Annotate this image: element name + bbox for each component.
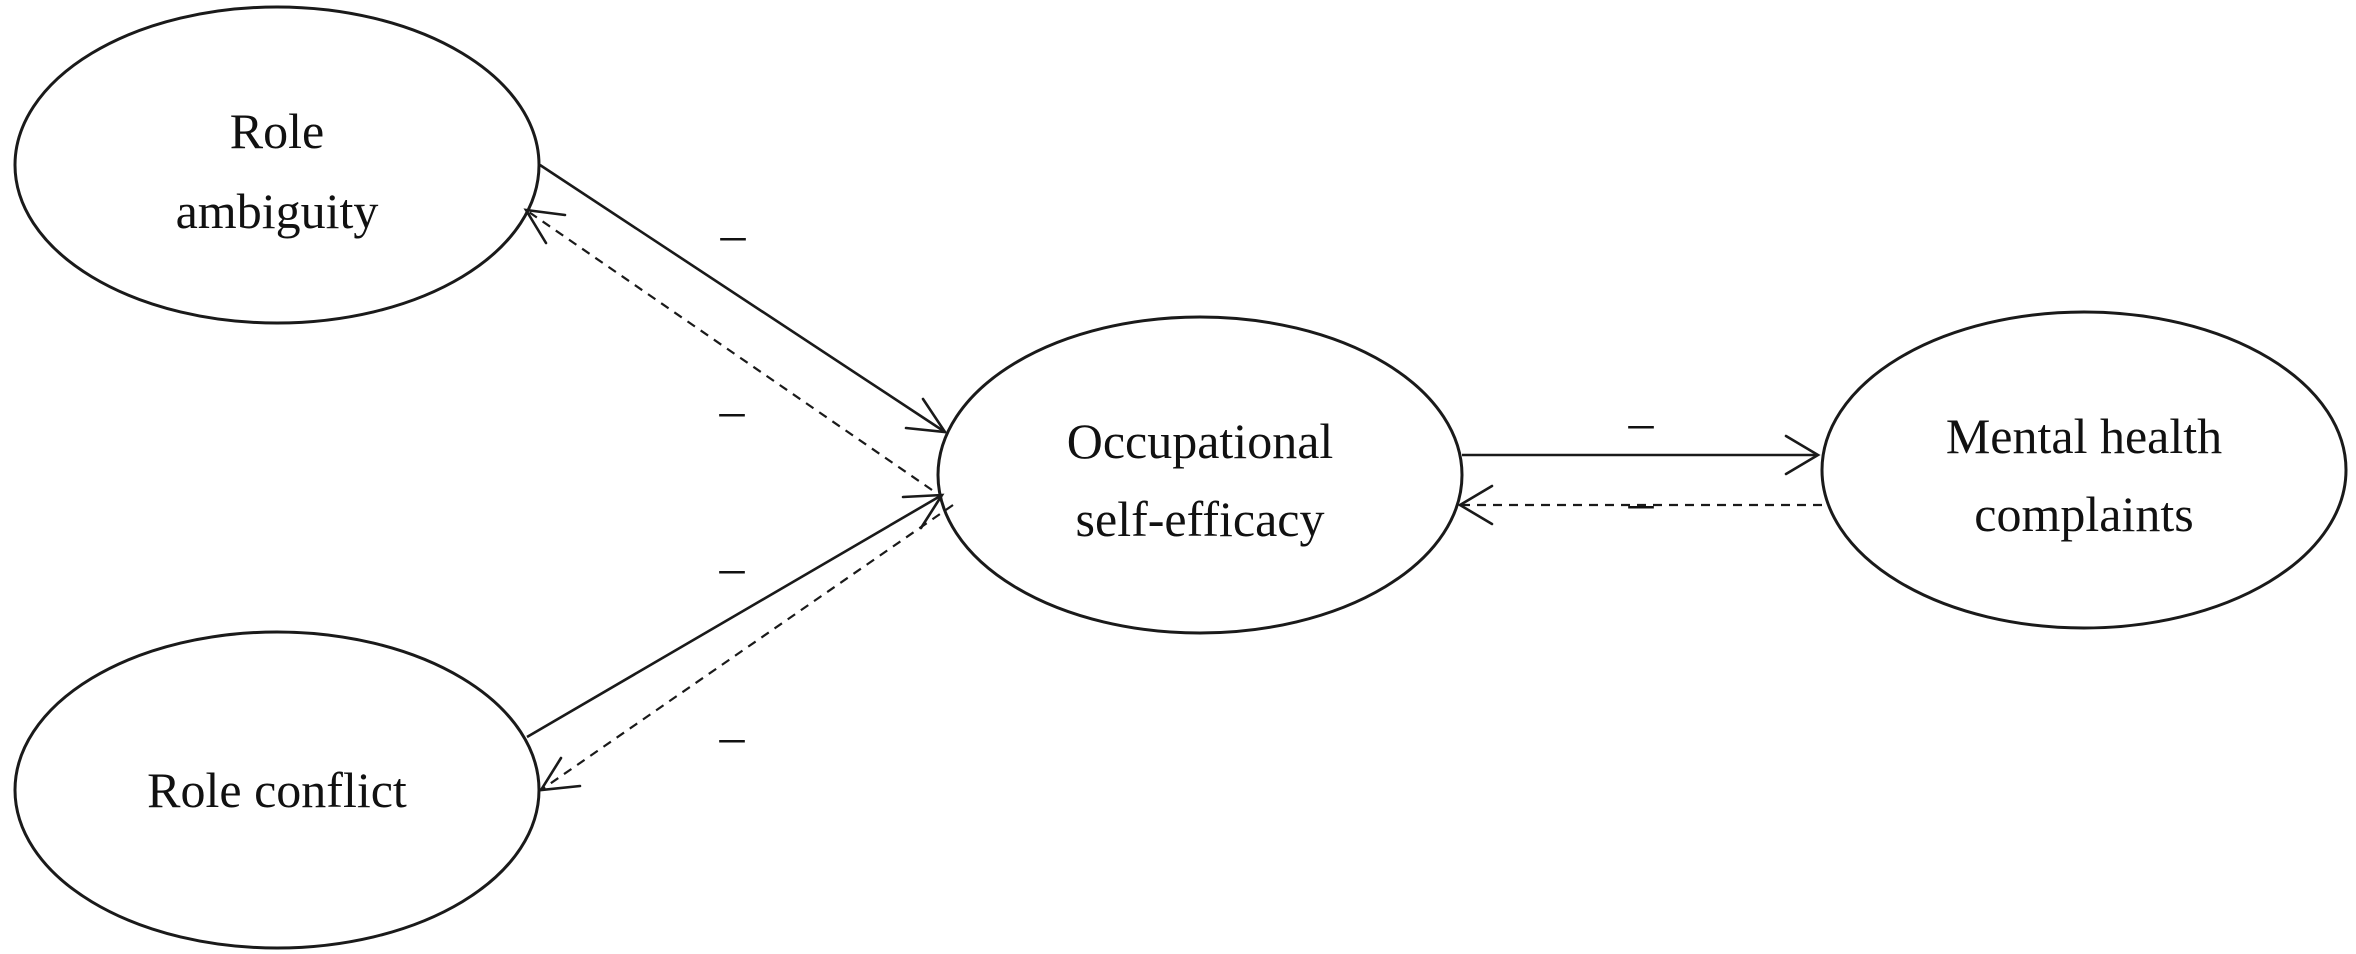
arrowhead-icon: [1784, 434, 1821, 476]
node-mental-health-complaints-line-1: Mental health: [1946, 408, 2222, 464]
arrowhead-icon: [1457, 484, 1494, 526]
edge-role-conflict-to-self-efficacy: [526, 493, 945, 739]
edge-self-efficacy-to-mental-health: [1462, 434, 1821, 476]
edge-self-efficacy-to-role-ambiguity: [523, 208, 933, 491]
sign-label-ose-to-conf: –: [719, 708, 746, 764]
node-role-conflict: Role conflict: [13, 630, 541, 950]
node-mental-health-complaints-line-2: complaints: [1974, 486, 2193, 542]
node-role-ambiguity-line-2: ambiguity: [176, 183, 379, 239]
arrowhead-icon: [901, 493, 945, 530]
sign-label-conf-to-ose: –: [719, 539, 746, 595]
arrowhead-icon: [538, 756, 582, 792]
arrowhead-icon: [904, 397, 948, 434]
edge-role-ambiguity-to-self-efficacy: [539, 163, 948, 434]
node-role-conflict-line-1: Role conflict: [147, 762, 407, 818]
arrowhead-icon: [523, 208, 567, 245]
node-occupational-self-efficacy-line-1: Occupational: [1067, 413, 1334, 469]
node-role-ambiguity: Role ambiguity: [13, 5, 541, 325]
sign-label-ose-to-amb: –: [719, 382, 746, 438]
sign-label-mhc-to-ose: –: [1628, 474, 1655, 530]
node-occupational-self-efficacy: Occupational self-efficacy: [936, 315, 1464, 635]
edge-self-efficacy-to-role-conflict: [538, 504, 954, 792]
node-occupational-self-efficacy-line-2: self-efficacy: [1076, 491, 1325, 547]
edge-mental-health-to-self-efficacy: [1457, 484, 1822, 526]
sign-label-ose-to-mhc: –: [1628, 394, 1655, 450]
sign-label-amb-to-ose: –: [720, 206, 747, 262]
node-mental-health-complaints: Mental health complaints: [1820, 310, 2348, 630]
node-role-ambiguity-line-1: Role: [230, 103, 324, 159]
